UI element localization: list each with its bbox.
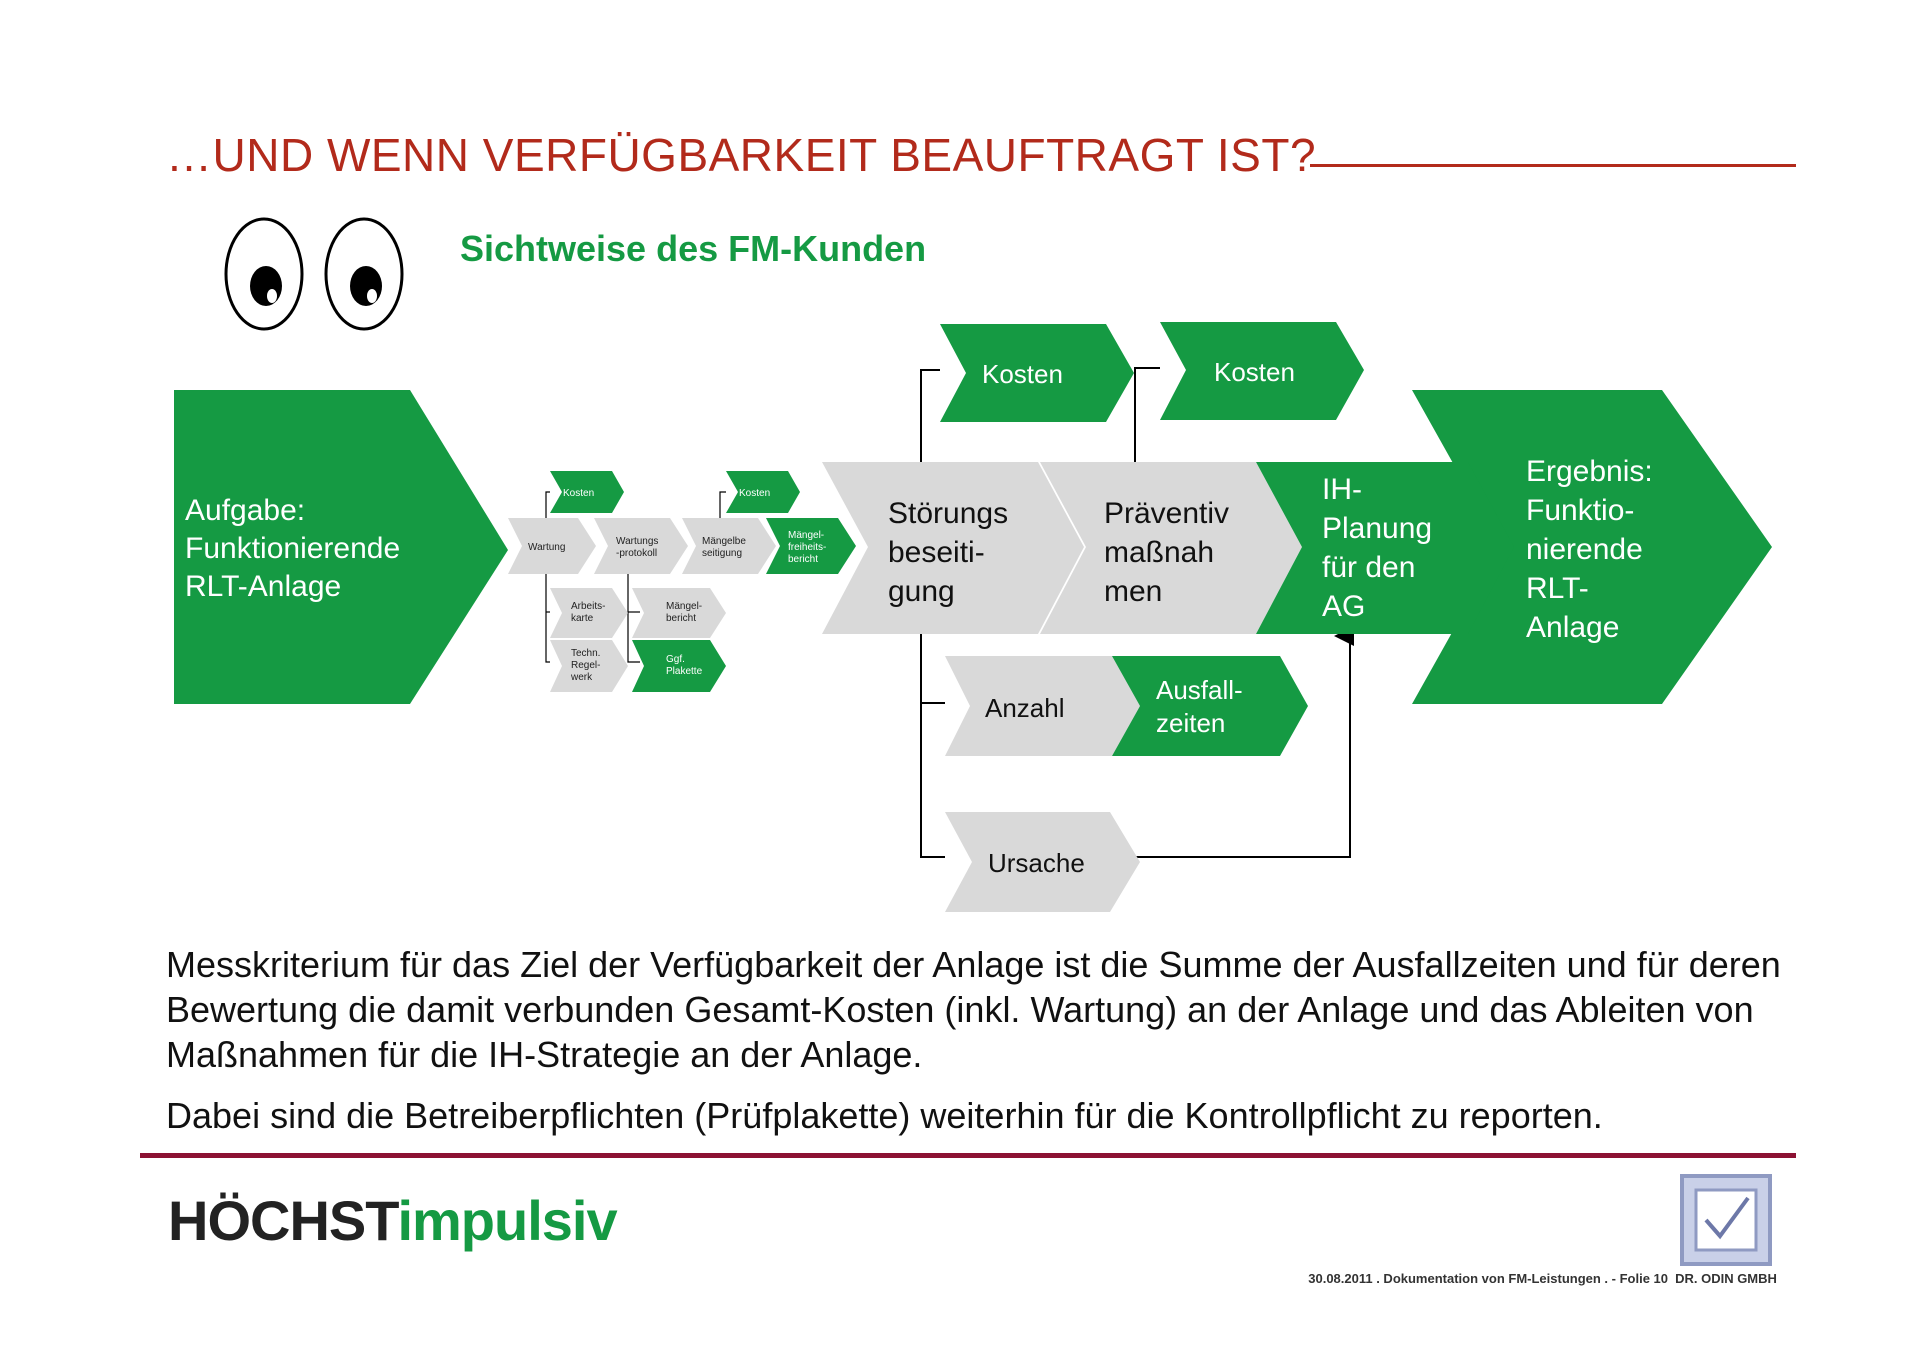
brand-part-1: HÖCHST <box>168 1189 398 1252</box>
result-chevron <box>1412 390 1772 704</box>
small-maengelbeseitigung-label: Mängelbe seitigung <box>702 536 749 559</box>
small-process-group: Kosten Kosten Wartung Wartungs -protokol… <box>508 471 856 692</box>
ih-planung-label: IH- Planung für den AG <box>1322 473 1440 623</box>
small-plakette-chevron <box>632 640 726 692</box>
connector-small-kosten-2 <box>719 491 726 518</box>
right-glint <box>367 289 377 303</box>
small-kosten-2-label: Kosten <box>739 488 770 499</box>
connector-small-protokoll <box>627 572 640 663</box>
praeventiv-chevron <box>1040 462 1302 634</box>
brand-logo: HÖCHSTimpulsiv <box>168 1188 618 1253</box>
kosten-stoerung-chevron <box>940 324 1134 422</box>
ih-planung-chevron <box>1256 462 1514 634</box>
body-text: Messkriterium für das Ziel der Verfügbar… <box>166 942 1806 1154</box>
body-paragraph-1: Messkriterium für das Ziel der Verfügbar… <box>166 944 1781 1075</box>
googly-eyes-icon <box>224 217 404 331</box>
left-glint <box>267 289 277 303</box>
connector-lines <box>545 367 1354 858</box>
ursache-chevron <box>945 812 1140 912</box>
stoerung-label: Störungs beseiti- gung <box>888 497 1016 608</box>
small-maengelbeseitigung-chevron <box>682 518 776 574</box>
task-label: Aufgabe: Funktionierende RLT-Anlage <box>185 494 409 603</box>
small-wartung-chevron <box>508 518 596 574</box>
small-maengelbericht-label: Mängel- bericht <box>666 601 705 624</box>
small-plakette-label: Ggf. Plakette <box>666 654 703 677</box>
small-maengelfreiheitsbericht-label: Mängel- freiheits- bericht <box>788 530 829 565</box>
body-paragraph-2: Dabei sind die Betreiberpflichten (Prüfp… <box>166 1095 1603 1136</box>
kosten-stoerung-label: Kosten <box>982 359 1063 389</box>
small-wartung-label: Wartung <box>528 542 565 553</box>
small-regelwerk-label: Techn. Regel- werk <box>570 648 603 683</box>
title-rule <box>1310 164 1796 167</box>
small-regelwerk-chevron <box>550 640 628 692</box>
brand-part-2: impulsiv <box>397 1189 617 1252</box>
footer-info: 30.08.2011 . Dokumentation von FM-Leistu… <box>1308 1271 1668 1286</box>
connector-small-wartung <box>545 572 550 663</box>
small-kosten-1-chevron <box>550 471 624 513</box>
connector-stoerung-ursache <box>920 632 945 858</box>
small-kosten-2-chevron <box>726 471 800 513</box>
kosten-praeventiv-chevron <box>1160 322 1364 420</box>
kosten-praeventiv-label: Kosten <box>1214 357 1295 387</box>
praeventiv-label: Präventiv maßnah men <box>1104 497 1237 608</box>
stoerung-chevron <box>822 462 1084 634</box>
connector-ursache-ih <box>1129 626 1354 858</box>
small-wartungsprotokoll-label: Wartungs -protokoll <box>616 536 661 559</box>
ursache-label: Ursache <box>988 848 1085 878</box>
small-kosten-1-label: Kosten <box>563 488 594 499</box>
small-maengelfreiheitsbericht-chevron <box>766 518 856 574</box>
small-arbeitskarte-label: Arbeits- karte <box>571 601 608 624</box>
small-maengelbericht-chevron <box>632 588 726 638</box>
ausfallzeiten-chevron <box>1112 656 1308 756</box>
company-name: DR. ODIN GMBH <box>1675 1271 1777 1286</box>
seal-check <box>1704 1196 1750 1240</box>
ausfallzeiten-label: Ausfall- zeiten <box>1156 675 1250 738</box>
connector-praeventiv-kosten <box>1134 367 1160 462</box>
connector-stoerung-kosten <box>920 369 940 462</box>
result-label: Ergebnis: Funktio- nierende RLT- Anlage <box>1526 455 1661 644</box>
anzahl-label: Anzahl <box>985 693 1065 723</box>
connector-small-kosten-1 <box>545 491 550 520</box>
subtitle: Sichtweise des FM-Kunden <box>460 228 927 269</box>
footer-rule <box>140 1153 1796 1158</box>
anzahl-chevron <box>945 656 1140 756</box>
task-chevron <box>174 390 508 704</box>
checkmark-seal-icon <box>1680 1174 1772 1266</box>
small-arbeitskarte-chevron <box>550 588 628 638</box>
small-wartungsprotokoll-chevron <box>594 518 688 574</box>
slide-title: …UND WENN VERFÜGBARKEIT BEAUFTRAGT IST? <box>166 129 1317 181</box>
